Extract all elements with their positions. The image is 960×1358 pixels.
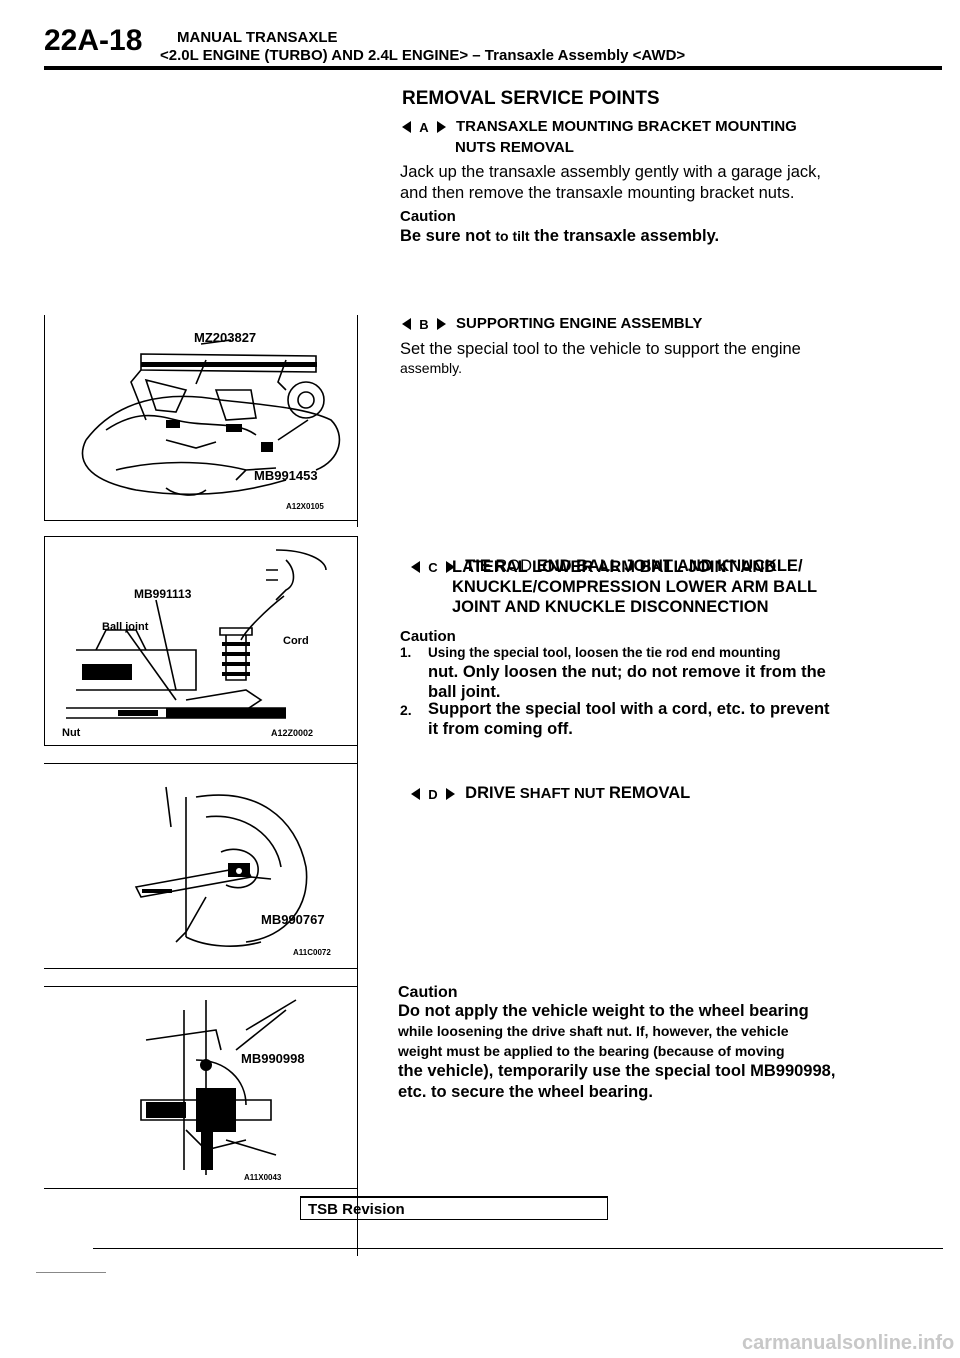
- page-number: 22A-18: [44, 24, 143, 57]
- header-rule: [44, 66, 942, 70]
- item-a-caution-text: Be sure not to tilt the transaxle assemb…: [400, 227, 720, 245]
- section-title: REMOVAL SERVICE POINTS: [402, 88, 660, 109]
- svg-text:B: B: [419, 317, 428, 331]
- item-a-body-line1: Jack up the transaxle assembly gently wi…: [400, 163, 821, 181]
- header-title: MANUAL TRANSAXLE: [177, 29, 338, 46]
- fig1-tool-bottom-label: MB991453: [254, 468, 318, 483]
- fig2-left-border: [44, 536, 45, 745]
- item-b-heading: B SUPPORTING ENGINE ASSEMBLY: [402, 313, 702, 334]
- header-subtitle: <2.0L ENGINE (TURBO) AND 2.4L ENGINE> – …: [160, 47, 686, 64]
- svg-text:C: C: [428, 560, 438, 574]
- fig2-code: A12Z0002: [271, 728, 313, 738]
- item-a-heading-line1: TRANSAXLE MOUNTING BRACKET MOUNTING: [456, 118, 797, 135]
- drive-shaft-wrench-illustration: MB990767 A11C0072: [134, 786, 331, 957]
- item-a-heading: A TRANSAXLE MOUNTING BRACKET MOUNTING: [402, 116, 922, 137]
- item-d-line1: Do not apply the vehicle weight to the w…: [398, 1002, 809, 1020]
- fig2-bottom-border: [44, 745, 358, 746]
- tsb-revision-box: [300, 1196, 608, 1220]
- item-d-line2: while loosening the drive shaft nut. If,…: [398, 1023, 789, 1039]
- item-d-line5: etc. to secure the wheel bearing.: [398, 1083, 653, 1101]
- item-a-badge-icon: A: [402, 120, 446, 134]
- item-d-heading: D DRIVE SHAFT NUT REMOVAL: [402, 762, 690, 804]
- item-c-step1-number: 1.: [400, 645, 412, 660]
- engine-support-illustration: MZ203827 MB991453 A12X0105: [81, 330, 341, 511]
- fig1-engine-support: MZ203827 MB991453 A12X0105: [46, 320, 356, 518]
- svg-text:D: D: [428, 787, 437, 801]
- item-c-caution-label: Caution: [400, 628, 456, 645]
- fig1-code: A12X0105: [286, 502, 324, 511]
- item-a-caution-label: Caution: [400, 208, 456, 225]
- fig3-drive-shaft-nut: MB990767 A11C0072: [46, 767, 356, 966]
- fig4-bottom-border: [44, 1188, 358, 1189]
- fig3-code: A11C0072: [293, 948, 331, 957]
- fig4-tool-label: MB990998: [241, 1051, 305, 1066]
- tsb-revision-label: TSB Revision: [308, 1201, 405, 1218]
- fig2-ball-joint-label: Ball joint: [102, 621, 149, 633]
- item-c-step1-line2: nut. Only loosen the nut; do not remove …: [428, 663, 826, 681]
- item-c-heading-line3: KNUCKLE/COMPRESSION LOWER ARM BALL: [452, 578, 818, 596]
- fig1-bottom-border: [44, 520, 358, 521]
- item-c-step2-line1: Support the special tool with a cord, et…: [428, 700, 830, 718]
- figures-right-border: [357, 536, 358, 1256]
- item-a-heading-line2: NUTS REMOVAL: [455, 139, 574, 156]
- item-b-body-line1: Set the special tool to the vehicle to s…: [400, 340, 801, 358]
- item-a-body-line2: and then remove the transaxle mounting b…: [400, 184, 795, 202]
- footer-rule: [93, 1248, 943, 1249]
- fig1-tool-top-label: MZ203827: [194, 330, 256, 345]
- fig1-left-border: [44, 315, 45, 520]
- wheel-bearing-holder-illustration: MB990998 A11X0043: [140, 999, 305, 1182]
- fig3-top-border: [44, 763, 358, 764]
- item-c-heading-line2: LATERAL LOWER ARM BALL JOINT AND: [452, 558, 777, 576]
- item-d-caution-label: Caution: [398, 984, 458, 1001]
- fig2-top-border: [44, 536, 358, 537]
- item-b-body-line2: assembly.: [400, 360, 462, 376]
- item-d-line4: the vehicle), temporarily use the specia…: [398, 1062, 836, 1080]
- fig2-cord-label: Cord: [283, 635, 309, 647]
- item-c-badge-icon: C: [411, 560, 456, 574]
- ball-joint-remover-illustration: MB991113 Ball joint Cord Nut A12Z0002: [62, 549, 327, 739]
- fig1-right-border: [357, 315, 358, 527]
- item-c-step2-line2: it from coming off.: [428, 720, 573, 738]
- fig2-nut-label: Nut: [62, 727, 81, 739]
- item-c-step2-number: 2.: [400, 702, 412, 718]
- fig4-code: A11X0043: [244, 1173, 282, 1182]
- item-d-badge-icon: D: [411, 787, 456, 801]
- item-d-line3: weight must be applied to the bearing (b…: [398, 1043, 785, 1059]
- item-c-heading-line1: C TIE ROD END BALL JOINT AND KNUCKLE/: [402, 535, 803, 577]
- item-c-step1-line1: Using the special tool, loosen the tie r…: [428, 645, 781, 660]
- item-a-badge-letter: A: [419, 120, 429, 134]
- item-b-badge-icon: B: [402, 317, 446, 331]
- item-c-heading-line4: JOINT AND KNUCKLE DISCONNECTION: [452, 598, 769, 616]
- fig4-wheel-bearing-holder: MB990998 A11X0043: [46, 990, 356, 1186]
- fig2-tool-label: MB991113: [134, 587, 192, 601]
- footer-mark: [36, 1272, 106, 1273]
- fig2-ball-joint-remover: MB991113 Ball joint Cord Nut A12Z0002: [46, 540, 356, 743]
- fig3-bottom-border: [44, 968, 358, 969]
- watermark: carmanualsonline.info: [742, 1332, 955, 1354]
- fig3-tool-label: MB990767: [261, 912, 325, 927]
- item-c-step1-line3: ball joint.: [428, 683, 501, 701]
- fig4-top-border: [44, 986, 358, 987]
